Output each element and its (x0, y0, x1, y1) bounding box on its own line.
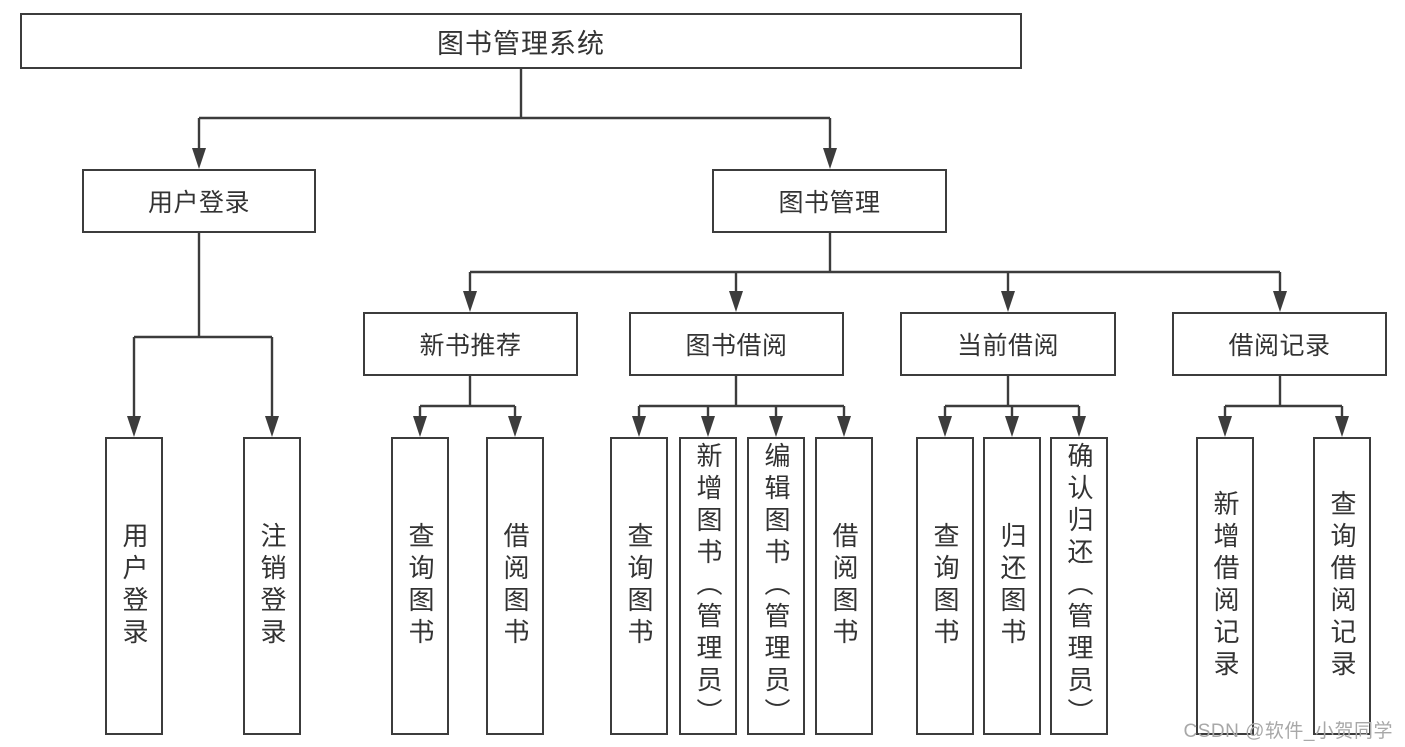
node-label: 查询借阅记录 (1327, 490, 1357, 682)
csdn-watermark: CSDN @软件_小贺同学 (1183, 721, 1393, 742)
node-book-management: 图书管理 (712, 169, 947, 233)
node-book-borrowing: 图书借阅 (629, 312, 844, 376)
connector-records-to-leaves (1218, 376, 1349, 437)
leaf-query-books-current: 查询图书 (916, 437, 974, 735)
connector-current-to-leaves (938, 376, 1086, 437)
connector-bookmgmt-to-level3 (463, 233, 1287, 312)
node-label: 新增图书（管理员） (693, 442, 723, 730)
node-label: 用户登录 (119, 522, 149, 650)
node-label: 确认归还（管理员） (1064, 442, 1094, 730)
node-label: 归还图书 (997, 522, 1027, 650)
leaf-logout: 注销登录 (243, 437, 301, 735)
leaf-query-borrow-record: 查询借阅记录 (1313, 437, 1371, 735)
leaf-user-login: 用户登录 (105, 437, 163, 735)
node-user-login: 用户登录 (82, 169, 316, 233)
leaf-add-book-admin: 新增图书（管理员） (679, 437, 737, 735)
connector-newrec-to-leaves (413, 376, 522, 437)
node-label: 新增借阅记录 (1210, 490, 1240, 682)
node-label: 查询图书 (405, 522, 435, 650)
node-label: 用户登录 (147, 189, 250, 217)
node-label: 注销登录 (257, 522, 287, 650)
leaf-confirm-return-admin: 确认归还（管理员） (1050, 437, 1108, 735)
node-label: 图书管理 (778, 189, 881, 217)
leaf-query-books-borrowing: 查询图书 (610, 437, 668, 735)
node-current-borrowing: 当前借阅 (900, 312, 1116, 376)
connector-borrowing-to-leaves (632, 376, 851, 437)
leaf-query-books-newrec: 查询图书 (391, 437, 449, 735)
node-borrowing-records: 借阅记录 (1172, 312, 1387, 376)
node-label: 查询图书 (624, 522, 654, 650)
node-label: 图书借阅 (685, 332, 788, 360)
node-label: 查询图书 (930, 522, 960, 650)
leaf-add-borrow-record: 新增借阅记录 (1196, 437, 1254, 735)
node-root: 图书管理系统 (20, 13, 1022, 69)
node-label: 图书管理系统 (437, 28, 605, 59)
leaf-borrow-books-borrowing: 借阅图书 (815, 437, 873, 735)
connector-root-to-level2 (192, 69, 837, 169)
node-label: 借阅图书 (829, 522, 859, 650)
node-label: 借阅记录 (1228, 332, 1331, 360)
leaf-return-book: 归还图书 (983, 437, 1041, 735)
node-label: 编辑图书（管理员） (761, 442, 791, 730)
node-new-book-recommend: 新书推荐 (363, 312, 578, 376)
node-label: 新书推荐 (419, 332, 522, 360)
connector-userlogin-to-leaves (127, 233, 279, 437)
leaf-borrow-books-newrec: 借阅图书 (486, 437, 544, 735)
node-label: 当前借阅 (956, 332, 1059, 360)
leaf-edit-book-admin: 编辑图书（管理员） (747, 437, 805, 735)
node-label: 借阅图书 (500, 522, 530, 650)
